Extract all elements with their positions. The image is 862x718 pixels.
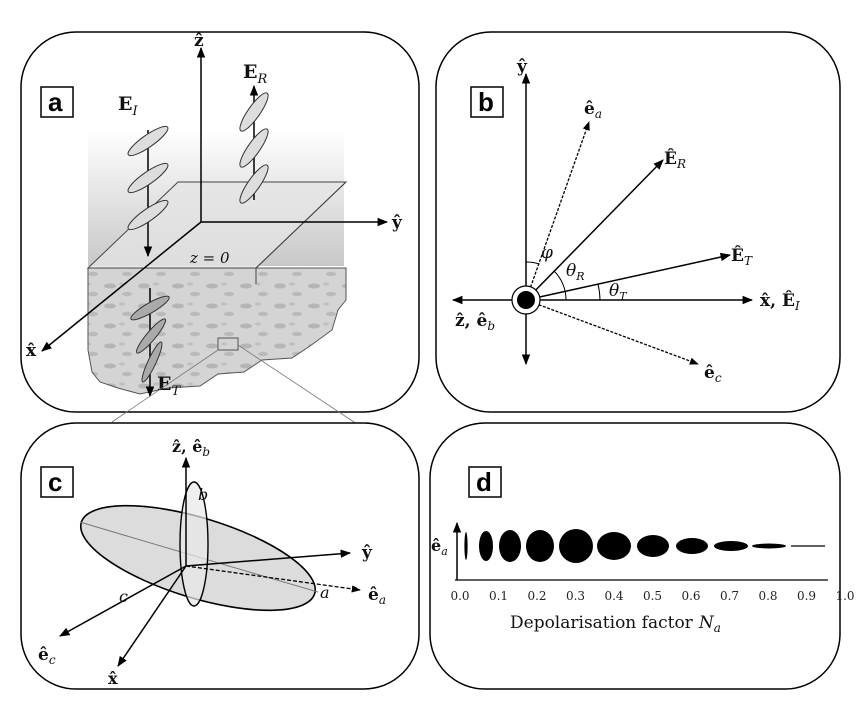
panel-a: z = 0 ẑ ŷ x̂ EI ER ET	[20, 31, 420, 439]
c-x-axis-label: x̂	[108, 669, 118, 688]
panel-a-tag	[40, 86, 74, 118]
transmitted-wave-ellipses	[130, 295, 170, 383]
panel-d-label: d	[476, 467, 492, 497]
ellipsoid-shape-8	[714, 541, 748, 551]
tick-label-6: 0.6	[681, 589, 700, 603]
tick-label-4: 0.4	[604, 589, 623, 603]
tick-label-9: 0.9	[797, 589, 816, 603]
b-ec-label: êc	[704, 363, 722, 385]
depolarisation-ellipses	[464, 529, 825, 563]
b-ER-arrow	[525, 159, 664, 301]
incident-field-label: EI	[118, 93, 138, 119]
incident-wave-ellipses	[127, 125, 169, 231]
panel-a-label: a	[48, 87, 63, 117]
tick-label-0: 0.0	[450, 589, 469, 603]
zoom-guide-left	[111, 349, 219, 423]
c-y-axis-label: ŷ	[361, 543, 373, 563]
b-ec-arrow	[525, 299, 699, 365]
d-tick-labels: 0.0 0.1 0.2 0.3 0.4 0.5 0.6 0.7 0.8 0.9 1.0	[450, 589, 854, 603]
c-ea-arrow	[185, 565, 361, 593]
thetaR-arc	[553, 270, 567, 301]
ellipsoid-shape-7	[676, 538, 708, 554]
tick-label-3: 0.3	[566, 589, 585, 603]
thetaT-arc	[597, 283, 601, 301]
panel-b: ŷ êa ÊR ÊT x̂, ÊI ẑ, êb êc φ θR θT b	[435, 31, 841, 413]
phi-arc	[525, 261, 540, 265]
z-axis-label: ẑ	[194, 31, 204, 51]
interface-label: z = 0	[189, 249, 230, 267]
c-y-axis-arrow	[185, 549, 352, 567]
b-ET-label: ÊT	[731, 245, 753, 268]
reflected-wave-ellipses	[239, 92, 269, 204]
ellipsoid-shape-9	[752, 543, 786, 549]
panel-b-frame	[435, 31, 841, 413]
b-z-axis-label: ẑ, êb	[455, 311, 495, 333]
x-axis-arrow	[41, 221, 202, 352]
origin-dot	[517, 291, 535, 309]
ellipsoid-shape-3	[526, 530, 554, 562]
d-axis-label: êa	[431, 536, 448, 558]
tick-label-10: 1.0	[835, 589, 854, 603]
ellipsoid-shape-2	[499, 530, 521, 562]
panel-c-label: c	[48, 467, 62, 497]
ellipsoid-shape-6	[637, 535, 669, 557]
c-ec-arrow	[59, 565, 187, 637]
panel-d: êa 0.0 0.1 0.2 0.3 0.4 0.5 0.6 0.7 0.8 0.9 1.0 Dep…	[429, 422, 855, 690]
phi-label: φ	[541, 243, 553, 263]
tick-label-1: 0.1	[489, 589, 508, 603]
semi-axis-c-label: c	[119, 587, 128, 606]
panel-b-label: b	[478, 87, 494, 117]
y-axis-label: ŷ	[391, 213, 403, 233]
tick-label-2: 0.2	[527, 589, 546, 603]
semi-axis-b-label: b	[198, 485, 208, 504]
tick-label-8: 0.8	[758, 589, 777, 603]
c-z-axis-label: ẑ, êb	[172, 437, 210, 459]
tick-label-7: 0.7	[720, 589, 739, 603]
b-ER-label: ÊR	[664, 148, 686, 171]
thetaT-label: θT	[609, 281, 628, 303]
b-ea-label: êa	[584, 99, 602, 121]
thetaR-label: θR	[566, 261, 585, 283]
panel-c: ẑ, êb ŷ êa êc x̂ a b c c	[20, 422, 420, 690]
tick-label-5: 0.5	[643, 589, 662, 603]
b-x-axis-label: x̂, ÊI	[760, 290, 800, 313]
x-axis-label: x̂	[26, 341, 37, 361]
panel-d-tag	[468, 466, 502, 498]
zoom-inset-box	[217, 337, 239, 351]
panel-b-tag	[470, 86, 504, 118]
ellipsoid-shape-1	[479, 531, 493, 561]
semi-axis-a-label: a	[320, 583, 330, 602]
ellipsoid-shape-0	[464, 532, 468, 560]
b-ET-arrow	[525, 252, 732, 301]
panel-d-frame	[429, 422, 841, 690]
c-ea-label: êa	[368, 585, 386, 607]
c-ec-label: êc	[38, 645, 56, 667]
c-x-axis-arrow	[117, 565, 187, 667]
transmitted-field-label: ET	[157, 373, 181, 399]
panel-c-tag	[40, 466, 74, 498]
ellipsoid-cross-section	[179, 481, 209, 607]
b-y-axis-label: ŷ	[516, 57, 528, 77]
ellipsoid-shape-5	[597, 532, 631, 560]
reflected-field-label: ER	[243, 61, 267, 87]
ellipsoid-shape-4	[559, 529, 593, 563]
